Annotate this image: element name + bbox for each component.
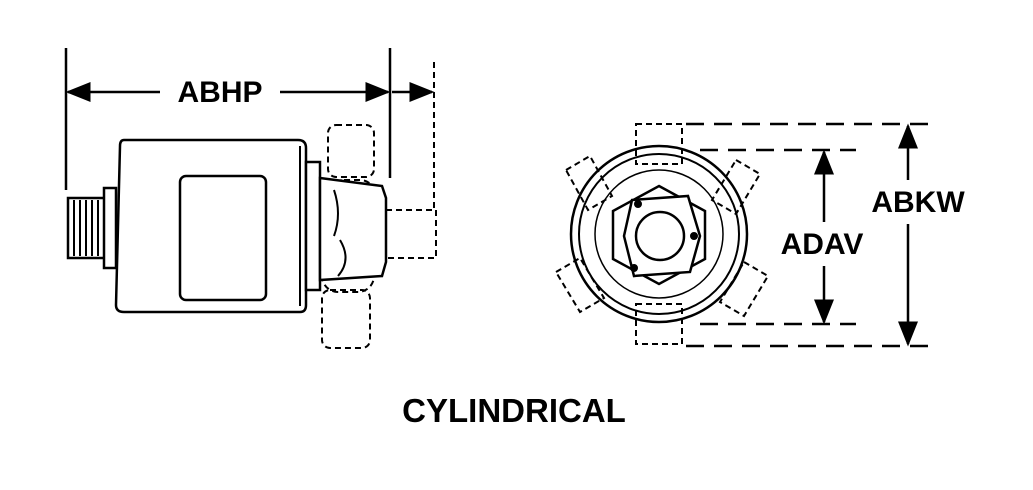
abhp-label: ABHP [177,76,262,109]
front-pin-3 [630,264,638,272]
coupling-nut [318,176,388,282]
threaded-connector-stub [66,186,118,270]
front-center-bore [634,210,686,262]
rear-flange [304,160,322,292]
front-pin-2 [690,232,698,240]
side-view [66,62,437,349]
adav-label: ADAV [781,228,864,261]
front-hex-nut [611,184,707,286]
front-outer-ring [569,144,749,324]
front-view [554,123,770,345]
abkw-label: ABKW [871,186,965,219]
front-pin-1 [634,200,642,208]
front-mid-ring [594,169,724,299]
abhp-dimension [64,48,435,190]
front-inner-ring [578,153,740,315]
front-dimensions [686,122,932,348]
label-window [178,174,268,302]
diagram-caption: CYLINDRICAL [402,392,626,429]
